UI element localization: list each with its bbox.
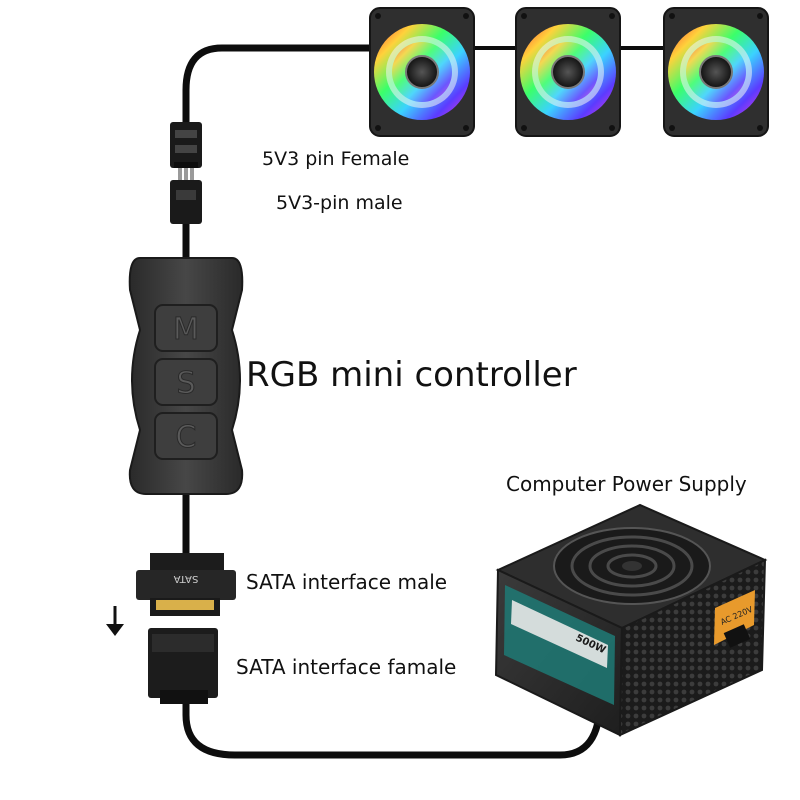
pin-male-connector xyxy=(170,168,202,224)
sata-pins xyxy=(156,600,214,610)
fan-group xyxy=(369,7,769,137)
fan-3 xyxy=(663,7,769,137)
label-controller: RGB mini controller xyxy=(246,355,577,395)
controller-button-label: C xyxy=(176,420,197,455)
controller-button-label: M xyxy=(173,312,199,347)
fan-2 xyxy=(515,7,621,137)
fan-1 xyxy=(369,7,475,137)
label-pin-female: 5V3 pin Female xyxy=(262,148,410,170)
controller-button-label: S xyxy=(176,366,195,401)
label-sata-female: SATA interface famale xyxy=(236,655,457,679)
label-sata-male: SATA interface male xyxy=(246,570,448,594)
power-supply: 500W AC 220V xyxy=(494,503,768,737)
controller-button-m[interactable]: M xyxy=(154,304,218,352)
sata-plug-text: SATA xyxy=(173,573,198,584)
down-arrow-icon xyxy=(106,606,124,636)
pin-female-connector xyxy=(170,122,202,168)
label-pin-male: 5V3-pin male xyxy=(276,192,403,214)
rgb-controller: MSC xyxy=(128,257,244,495)
sata-female-connector xyxy=(148,628,218,704)
cable-fan-to-connector xyxy=(182,44,376,128)
label-psu: Computer Power Supply xyxy=(506,472,747,496)
controller-button-c[interactable]: C xyxy=(154,412,218,460)
sata-male-connector: SATA xyxy=(136,553,236,616)
controller-button-s[interactable]: S xyxy=(154,358,218,406)
cable-sata-to-psu xyxy=(182,698,604,759)
